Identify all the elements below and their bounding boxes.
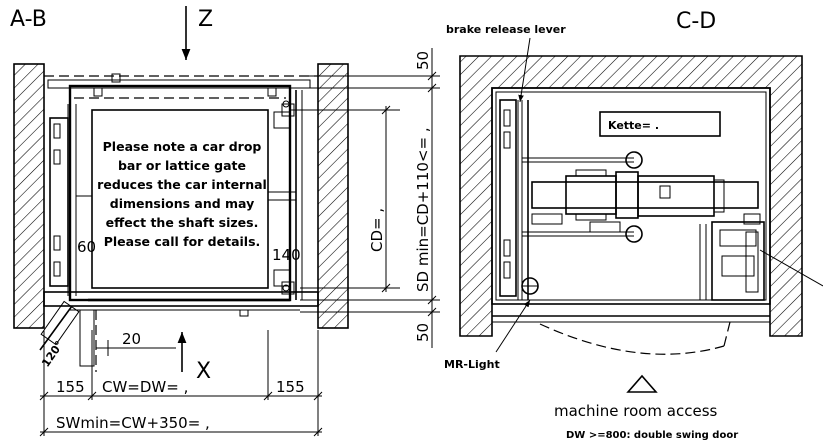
view-title-left: A-B bbox=[10, 7, 47, 32]
dim-shaft-depth: SD min=CD+110<= , bbox=[414, 127, 432, 292]
double-swing-door-label: DW >=800: double swing door bbox=[566, 430, 738, 441]
chain-box bbox=[599, 111, 721, 137]
right-view: Kette= . brake release lever MR-Light ma… bbox=[444, 23, 823, 441]
left-guide-rail bbox=[49, 117, 69, 287]
car-inner bbox=[91, 109, 269, 289]
car-outline bbox=[68, 84, 292, 302]
dim-shaft-width: SWmin=CW+350= , bbox=[56, 414, 210, 432]
dim-right-clear: 140 bbox=[272, 246, 301, 264]
view-marker-z: Z bbox=[198, 7, 213, 32]
machine-room-access-label: machine room access bbox=[554, 402, 718, 420]
car-drop-note: Please note a car drop bar or lattice ga… bbox=[97, 139, 267, 249]
note-line-2: bar or lattice gate bbox=[118, 158, 246, 173]
left-wall bbox=[13, 63, 45, 329]
dim-car-depth: CD= , bbox=[368, 208, 386, 252]
view-marker-x: X bbox=[196, 359, 211, 384]
dim-left-clear: 60 bbox=[77, 238, 96, 256]
access-triangle-icon bbox=[626, 374, 658, 393]
machine-room-walls bbox=[459, 55, 803, 337]
dim-top-gap: 50 bbox=[414, 51, 432, 70]
dim-side-left: 155 bbox=[56, 378, 85, 396]
brake-release-label: brake release lever bbox=[446, 23, 566, 36]
left-view: Please note a car drop bar or lattice ga… bbox=[13, 6, 440, 437]
dim-car-width: CW=DW= , bbox=[102, 378, 188, 396]
view-title-right: C-D bbox=[676, 9, 716, 34]
dim-door-angle: 120° bbox=[39, 339, 66, 370]
note-line-6: Please call for details. bbox=[104, 234, 261, 249]
note-line-3: reduces the car internal bbox=[97, 177, 267, 192]
dim-bottom-gap: 50 bbox=[414, 323, 432, 342]
chain-label: Kette= . bbox=[608, 119, 659, 132]
car-sill bbox=[43, 291, 319, 307]
dim-door-offset: 20 bbox=[122, 330, 141, 348]
note-line-1: Please note a car drop bbox=[103, 139, 262, 154]
note-line-5: effect the shaft sizes. bbox=[106, 215, 259, 230]
note-line-4: dimensions and may bbox=[110, 196, 255, 211]
dim-side-right: 155 bbox=[276, 378, 305, 396]
mr-light-label: MR-Light bbox=[444, 358, 500, 371]
